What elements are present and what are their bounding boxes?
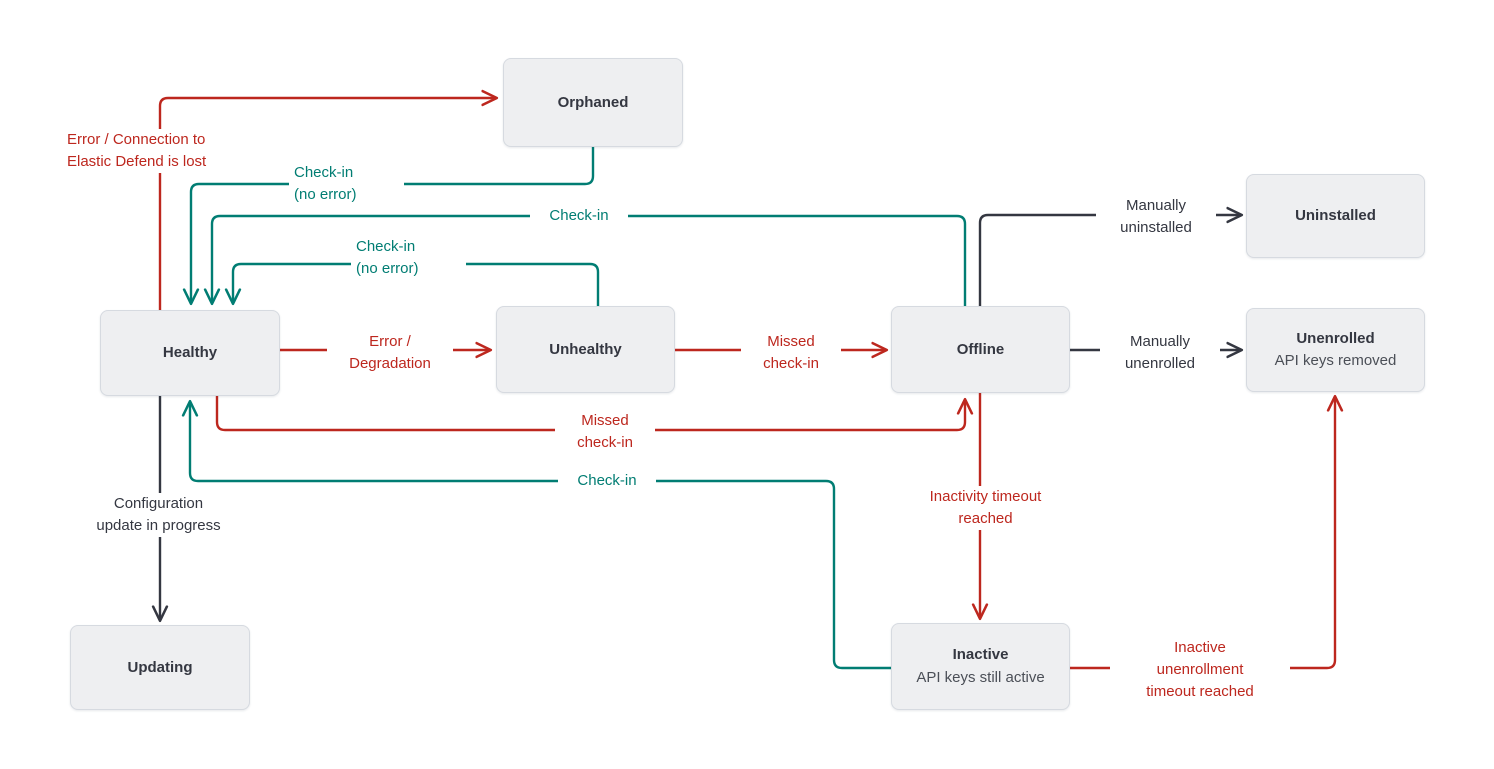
edge-label-orphaned-to-healthy: Check-in (no error) (289, 162, 404, 206)
edge-label-unhealthy-to-healthy: Check-in (no error) (351, 236, 466, 280)
edge-label-healthy-to-updating: Configuration update in progress (66, 493, 251, 537)
node-offline[interactable]: Offline (891, 306, 1070, 393)
wire-offline-to-healthy (212, 214, 967, 306)
node-inactive-subtitle: API keys still active (916, 668, 1045, 686)
node-unhealthy-title: Unhealthy (549, 340, 622, 358)
node-healthy-title: Healthy (162, 344, 218, 362)
node-unenrolled[interactable]: Unenrolled API keys removed (1246, 308, 1425, 392)
edge-label-healthy-to-unhealthy: Error / Degradation (327, 331, 453, 375)
edge-label-healthy-to-offline: Missed check-in (555, 410, 655, 454)
edge-label-inactive-to-healthy: Check-in (558, 470, 656, 492)
node-uninstalled-title: Uninstalled (1295, 207, 1376, 225)
node-unhealthy[interactable]: Unhealthy (496, 306, 675, 393)
node-unenrolled-title: Unenrolled (1296, 329, 1375, 347)
node-updating[interactable]: Updating (70, 625, 250, 710)
node-inactive-title: Inactive (952, 646, 1009, 664)
wire-offline-to-uninstalled (978, 215, 1241, 306)
edge-label-inactive-to-unenrolled: Inactive unenrollment timeout reached (1110, 637, 1290, 703)
edge-label-unhealthy-to-offline: Missed check-in (741, 331, 841, 375)
edge-label-offline-to-unenrolled: Manually unenrolled (1100, 331, 1220, 375)
node-healthy[interactable]: Healthy (100, 310, 280, 396)
edge-label-offline-to-uninstalled: Manually uninstalled (1096, 195, 1216, 239)
wire-inactive-to-unenrolled (1070, 397, 1335, 670)
node-offline-title: Offline (956, 340, 1005, 358)
node-orphaned-title: Orphaned (557, 93, 629, 111)
node-uninstalled[interactable]: Uninstalled (1246, 174, 1425, 258)
edge-label-offline-to-inactive: Inactivity timeout reached (893, 486, 1078, 530)
node-unenrolled-subtitle: API keys removed (1274, 352, 1397, 370)
node-inactive[interactable]: Inactive API keys still active (891, 623, 1070, 710)
node-orphaned[interactable]: Orphaned (503, 58, 683, 147)
node-updating-title: Updating (127, 658, 193, 676)
wire-inactive-to-healthy (190, 402, 891, 670)
wire-healthy-to-orphaned (158, 98, 496, 310)
edge-label-offline-to-healthy: Check-in (530, 205, 628, 227)
edge-label-healthy-to-orphaned: Error / Connection to Elastic Defend is … (62, 129, 272, 173)
